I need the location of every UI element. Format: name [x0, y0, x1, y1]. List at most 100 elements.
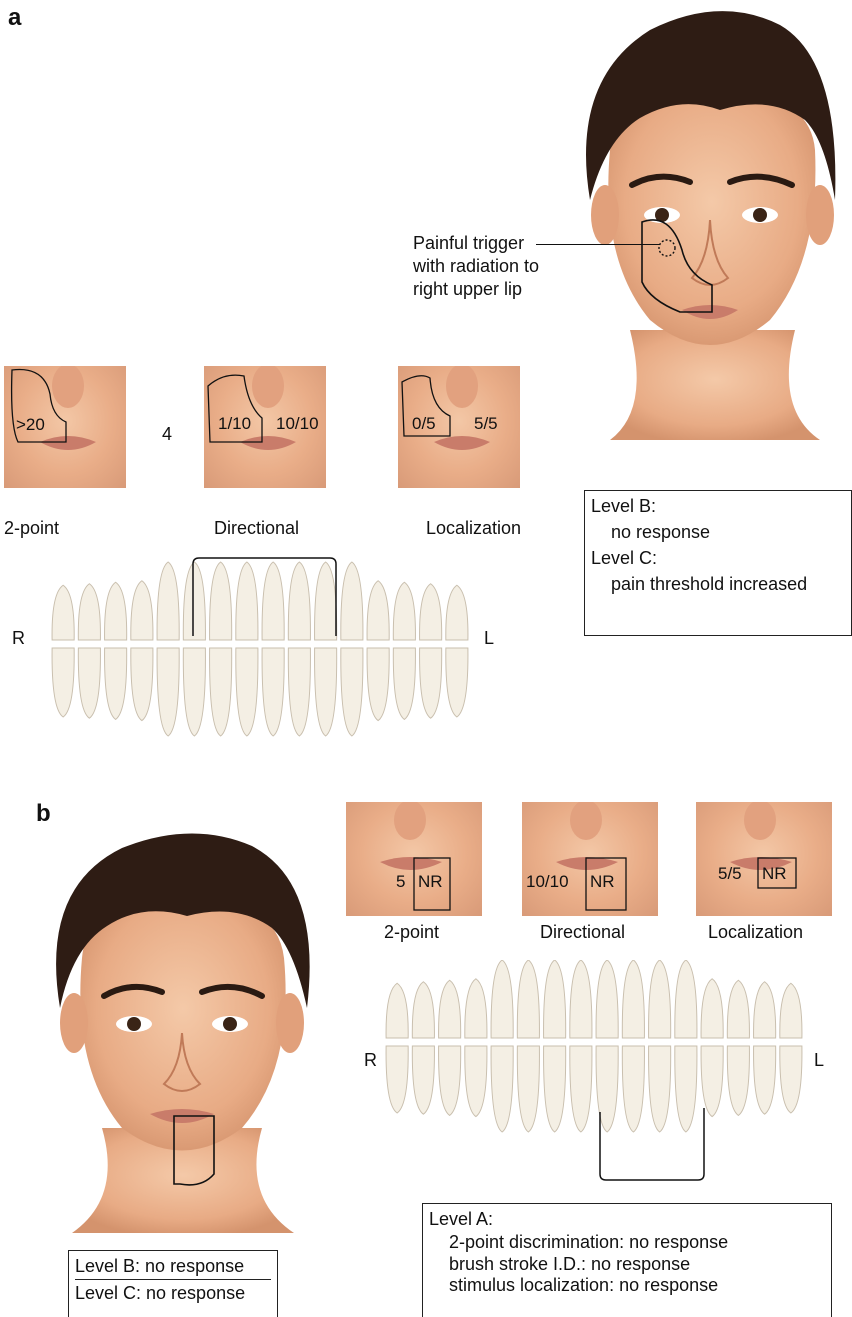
lower-tooth — [622, 1046, 644, 1132]
level-detail: no response — [591, 519, 845, 545]
level-title: Level A: — [429, 1206, 825, 1232]
level-box-b-right: Level A: 2-point discrimination: no resp… — [422, 1203, 832, 1317]
upper-tooth — [52, 585, 74, 640]
trigger-label-line: Painful trigger — [413, 232, 539, 255]
lower-tooth — [236, 648, 258, 736]
side-label-right-a: R — [12, 628, 25, 649]
upper-tooth — [465, 979, 487, 1038]
upper-tooth — [649, 960, 671, 1038]
upper-tooth — [446, 585, 468, 640]
upper-tooth — [780, 983, 802, 1038]
thumbnail-b-directional: 10/10 NR — [522, 802, 658, 916]
lower-tooth — [517, 1046, 539, 1132]
upper-tooth — [675, 960, 697, 1038]
lower-tooth — [288, 648, 310, 736]
face-illustration-a — [570, 0, 852, 440]
side-label-right-b: R — [364, 1050, 377, 1071]
trigger-label: Painful trigger with radiation to right … — [413, 232, 539, 301]
test-label-localization-a: Localization — [426, 518, 521, 539]
upper-tooth — [367, 581, 389, 640]
upper-tooth — [420, 584, 442, 640]
upper-tooth — [439, 980, 461, 1038]
lower-tooth — [701, 1046, 723, 1117]
value-localization-a-1: 0/5 — [412, 414, 436, 434]
lower-tooth — [780, 1046, 802, 1113]
trigger-label-line: right upper lip — [413, 278, 539, 301]
lower-tooth — [465, 1046, 487, 1117]
level-detail: brush stroke I.D.: no response — [429, 1254, 825, 1276]
lower-tooth — [386, 1046, 408, 1113]
side-label-left-a: L — [484, 628, 494, 649]
test-label-directional-a: Directional — [214, 518, 299, 539]
level-detail: pain threshold increased — [591, 571, 845, 597]
level-box-a: Level B: no response Level C: pain thres… — [584, 490, 852, 636]
level-box-b-left: Level B: no response Level C: no respons… — [68, 1250, 278, 1317]
upper-tooth — [341, 562, 363, 640]
level-detail: stimulus localization: no response — [429, 1275, 825, 1297]
nr-value-localization-b: NR — [762, 864, 787, 884]
upper-tooth — [491, 960, 513, 1038]
thumbnail-b-localization: 5/5 NR — [696, 802, 832, 916]
lower-tooth — [78, 648, 100, 718]
value-directional-a-2: 10/10 — [276, 414, 319, 434]
lower-tooth — [157, 648, 179, 736]
upper-tooth — [288, 562, 310, 640]
lower-tooth — [446, 648, 468, 717]
lower-tooth — [131, 648, 153, 721]
value-localization-a-2: 5/5 — [474, 414, 498, 434]
level-line: Level C: no response — [75, 1280, 271, 1306]
upper-tooth — [544, 960, 566, 1038]
level-title: Level C: — [591, 545, 845, 571]
lower-tooth — [675, 1046, 697, 1132]
upper-tooth — [570, 960, 592, 1038]
upper-tooth — [386, 983, 408, 1038]
upper-tooth — [622, 960, 644, 1038]
upper-tooth — [157, 562, 179, 640]
lower-tooth — [491, 1046, 513, 1132]
lower-tooth — [754, 1046, 776, 1114]
thumbnail-a-localization: 0/5 5/5 — [398, 366, 520, 488]
trigger-leader-line — [536, 244, 660, 245]
lower-tooth — [105, 648, 127, 719]
thumbnail-a-directional: 1/10 10/10 — [204, 366, 326, 488]
upper-tooth — [78, 584, 100, 640]
trigger-label-line: with radiation to — [413, 255, 539, 278]
lower-tooth — [210, 648, 232, 736]
between-value: 4 — [162, 424, 172, 445]
lower-tooth — [52, 648, 74, 717]
side-label-left-b: L — [814, 1050, 824, 1071]
nr-value-2point-b: NR — [418, 872, 443, 892]
upper-tooth — [393, 582, 415, 640]
upper-tooth — [596, 960, 618, 1038]
lower-tooth — [649, 1046, 671, 1132]
lower-tooth — [393, 648, 415, 719]
lower-tooth — [367, 648, 389, 721]
lower-tooth — [183, 648, 205, 736]
level-line: Level B: no response — [75, 1253, 271, 1280]
upper-tooth — [315, 562, 337, 640]
upper-tooth — [754, 982, 776, 1038]
test-label-2point-a: 2-point — [4, 518, 59, 539]
upper-tooth — [517, 960, 539, 1038]
lower-tooth — [727, 1046, 749, 1115]
test-label-2point-b: 2-point — [384, 922, 439, 943]
value-directional-a-1: 1/10 — [218, 414, 251, 434]
dental-chart-b — [384, 960, 814, 1190]
lower-tooth — [439, 1046, 461, 1115]
thumbnail-b-2point: 5 NR — [346, 802, 482, 916]
panel-b-letter: b — [36, 800, 51, 828]
upper-tooth — [412, 982, 434, 1038]
lower-tooth — [262, 648, 284, 736]
level-detail: 2-point discrimination: no response — [429, 1232, 825, 1254]
upper-tooth — [131, 581, 153, 640]
value-localization-b: 5/5 — [718, 864, 742, 884]
test-label-directional-b: Directional — [540, 922, 625, 943]
test-label-localization-b: Localization — [708, 922, 803, 943]
panel-a-letter: a — [8, 4, 21, 32]
lower-tooth — [315, 648, 337, 736]
upper-tooth — [701, 979, 723, 1038]
value-2point-a: >20 — [16, 415, 45, 435]
value-2point-b: 5 — [396, 872, 405, 892]
upper-tooth — [183, 562, 205, 640]
upper-tooth — [262, 562, 284, 640]
